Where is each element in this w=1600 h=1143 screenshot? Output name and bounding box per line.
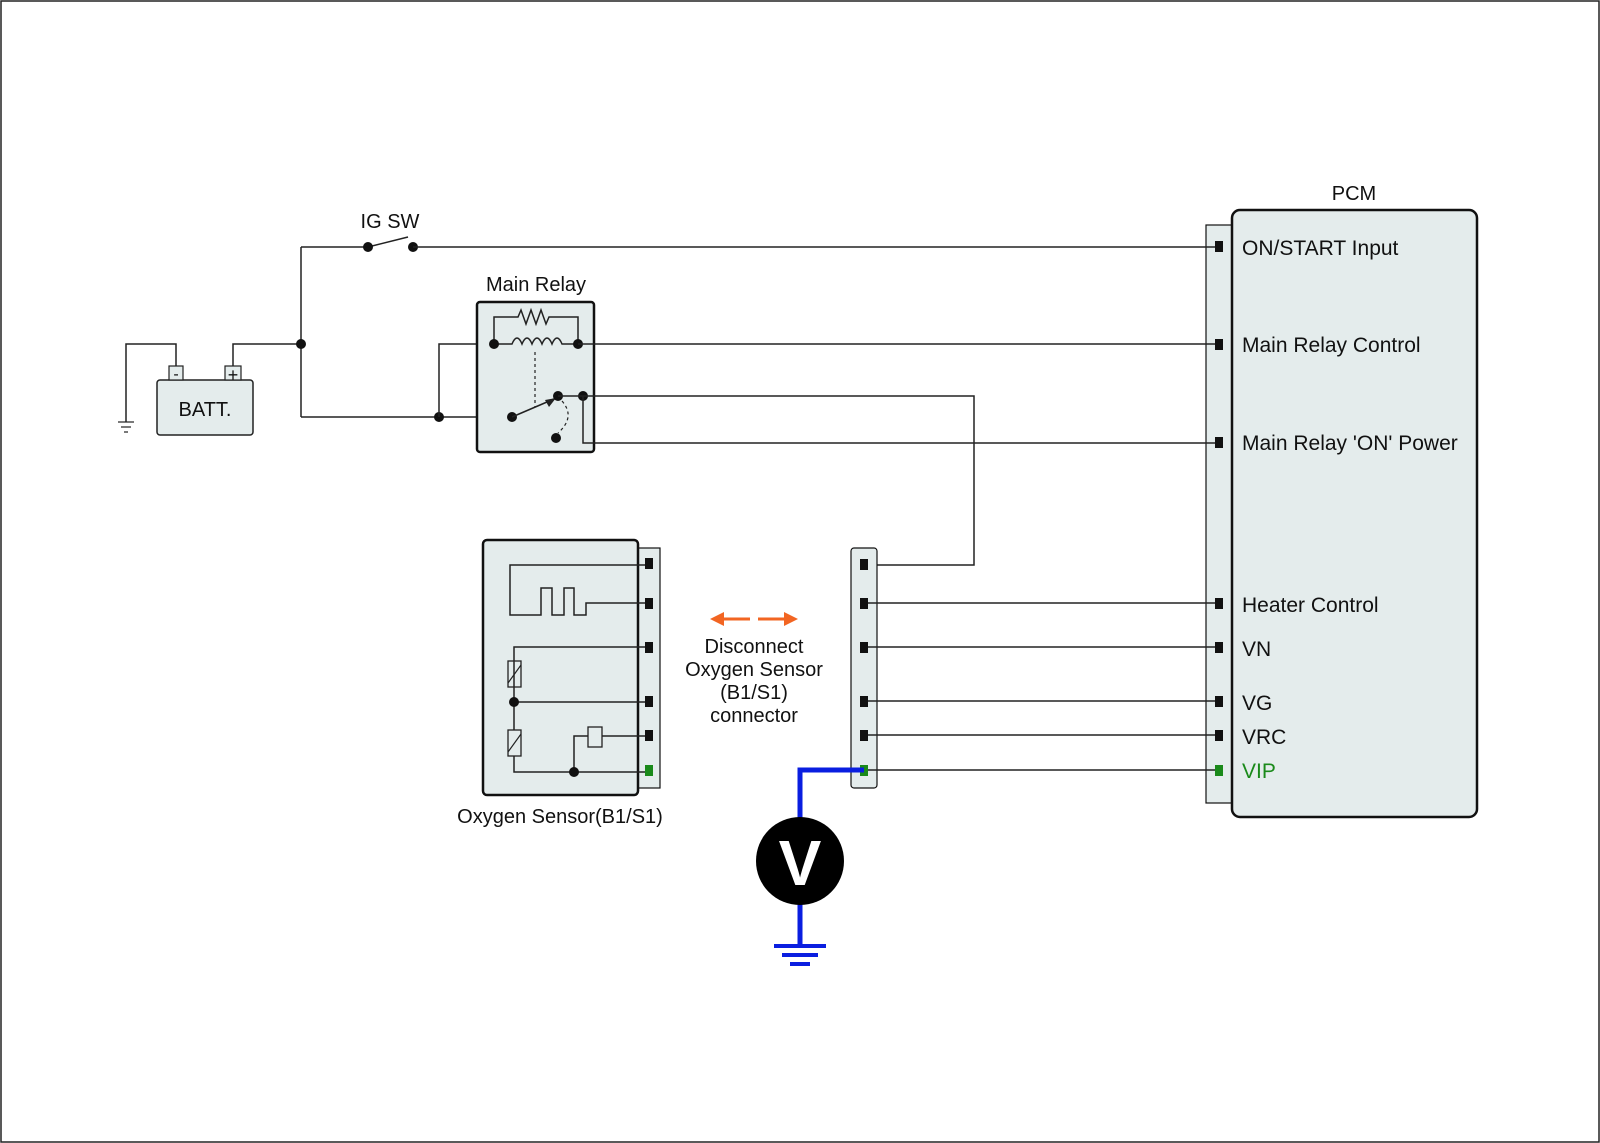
voltmeter: V bbox=[756, 767, 864, 966]
arrow-left-icon bbox=[710, 612, 724, 626]
oxygen-sensor: Oxygen Sensor(B1/S1) bbox=[457, 538, 663, 828]
harness-pin-terminal bbox=[860, 642, 868, 653]
pcm-pin-label: VRC bbox=[1242, 726, 1286, 749]
relay-switch-contact bbox=[551, 433, 561, 443]
instruction-line: Oxygen Sensor bbox=[685, 659, 823, 681]
ig-sw-label: IG SW bbox=[361, 211, 420, 233]
pcm-pin-terminal bbox=[1215, 730, 1223, 741]
junction-dot bbox=[509, 697, 519, 707]
voltmeter-body bbox=[756, 817, 844, 905]
sensor-resistor-icon bbox=[587, 726, 603, 748]
wire-batt-positive bbox=[232, 343, 301, 366]
sensor-pin-terminal bbox=[645, 730, 653, 741]
battery-box bbox=[156, 379, 254, 436]
disconnect-arrows bbox=[710, 612, 798, 626]
sensor-label: Oxygen Sensor(B1/S1) bbox=[457, 806, 663, 828]
sensor-pin-terminal bbox=[645, 696, 653, 707]
battery-ground-icon bbox=[118, 421, 134, 433]
instruction-line: connector bbox=[710, 705, 798, 727]
battery-label: BATT. bbox=[179, 399, 232, 421]
pcm-box bbox=[1230, 208, 1479, 819]
instruction-line: Disconnect bbox=[705, 636, 804, 658]
relay-switch-arrow bbox=[545, 398, 556, 407]
sensor-pin-terminal bbox=[645, 642, 653, 653]
battery-plus-sign: + bbox=[228, 365, 239, 385]
sensor-pin-terminal-vip bbox=[645, 765, 653, 776]
main-relay-label: Main Relay bbox=[486, 274, 586, 296]
voltmeter-symbol: V bbox=[779, 827, 822, 899]
battery: - + BATT. bbox=[118, 343, 254, 436]
pcm-pin-terminal bbox=[1215, 339, 1223, 350]
relay-coil-resistor bbox=[493, 307, 579, 344]
instruction-line: (B1/S1) bbox=[720, 682, 788, 704]
pcm-pin-label: VN bbox=[1242, 638, 1271, 661]
pcm-pin-label: VG bbox=[1242, 692, 1272, 715]
pcm-pin-terminal bbox=[1215, 696, 1223, 707]
harness-pin-terminal bbox=[860, 730, 868, 741]
harness-pin-terminal bbox=[860, 559, 868, 570]
ig-sw-contact bbox=[363, 242, 373, 252]
pcm-pin-terminal bbox=[1215, 598, 1223, 609]
battery-minus-sign: - bbox=[173, 366, 178, 383]
relay-coil-icon bbox=[494, 337, 578, 346]
pcm-pin-label: Heater Control bbox=[1242, 594, 1379, 617]
main-relay: Main Relay bbox=[475, 274, 596, 454]
junction-dot bbox=[296, 339, 306, 349]
junction-dot bbox=[569, 767, 579, 777]
pcm-pin-label: Main Relay Control bbox=[1242, 334, 1421, 357]
sensor-pin-terminal bbox=[645, 598, 653, 609]
pcm-pin-terminal bbox=[1215, 642, 1223, 653]
ig-sw-blade bbox=[367, 236, 409, 248]
pcm-pin-label: ON/START Input bbox=[1242, 237, 1399, 260]
sensor-connector-strip bbox=[635, 547, 661, 789]
sensor-heater-icon bbox=[509, 564, 645, 616]
pcm-module: PCM ON/START Input Main Relay Control Ma… bbox=[1205, 183, 1479, 819]
pcm-pin-terminal bbox=[1215, 241, 1223, 252]
relay-coil-terminal bbox=[489, 339, 499, 349]
pcm-pin-terminal-vip bbox=[1215, 765, 1223, 776]
harness-connector bbox=[850, 547, 878, 789]
wire-main-relay-on-power bbox=[582, 396, 1215, 444]
harness-pin-terminal bbox=[860, 696, 868, 707]
harness-pin-terminal bbox=[860, 598, 868, 609]
wire-relay-to-sensor bbox=[583, 395, 975, 566]
disconnect-instruction: Disconnect Oxygen Sensor (B1/S1) connect… bbox=[685, 636, 823, 727]
pcm-pin-label-vip: VIP bbox=[1242, 760, 1276, 783]
pcm-title: PCM bbox=[1332, 183, 1376, 205]
sensor-box bbox=[481, 538, 640, 797]
sensor-pin-terminal bbox=[645, 558, 653, 569]
voltmeter-probe-lead bbox=[797, 767, 864, 820]
ground-icon bbox=[774, 944, 826, 966]
arrow-right-icon bbox=[784, 612, 798, 626]
sensor-cell-icon bbox=[507, 660, 522, 688]
pcm-connector-strip bbox=[1205, 224, 1235, 804]
harness-connector-strip bbox=[850, 547, 878, 789]
pcm-pin-terminal bbox=[1215, 437, 1223, 448]
pcm-pin-label: Main Relay 'ON' Power bbox=[1242, 432, 1458, 455]
